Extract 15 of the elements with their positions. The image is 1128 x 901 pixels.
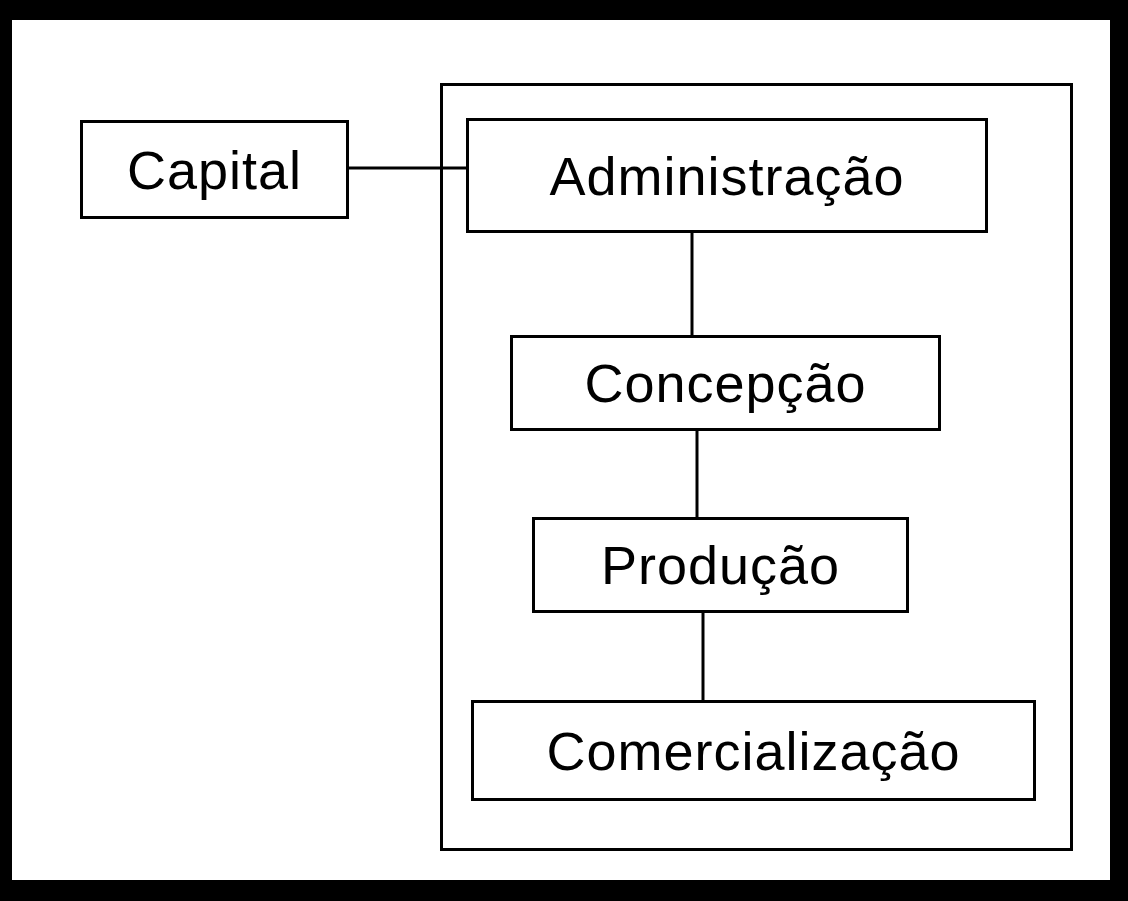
connector-line (690, 233, 694, 335)
box-label: Capital (126, 138, 303, 201)
process-box (80, 120, 349, 219)
process-box (532, 517, 909, 613)
connector-line (701, 613, 705, 700)
connector-line (349, 166, 466, 170)
box-label: Produção (600, 534, 841, 596)
container-box (440, 83, 1073, 851)
process-box (510, 335, 941, 431)
box-label: Administração (549, 144, 905, 207)
connector-line (695, 431, 699, 517)
process-box (471, 700, 1036, 801)
box-label: Concepção (584, 352, 867, 414)
process-box (466, 118, 988, 233)
box-label: Comercialização (546, 719, 961, 782)
